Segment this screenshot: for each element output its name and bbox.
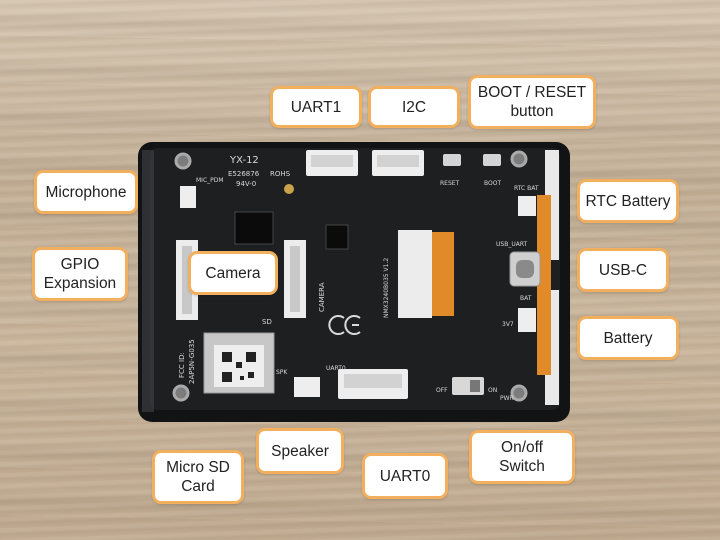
silk-bat: BAT [520,295,532,302]
silk-spk: SPK [276,369,288,376]
silk-model: YX-12 [229,155,259,166]
uart0-callout: UART0 [362,453,448,499]
camera-callout: Camera [188,251,278,295]
mic-connector [180,186,196,208]
screen-edge [142,150,154,412]
silk-rohs: ROHS [270,170,291,178]
silk-on: ON [488,387,497,394]
rtc-battery-callout: RTC Battery [577,179,679,223]
small-chip [325,224,349,250]
silk-cert: E526876 [228,170,260,178]
battery-flex-cable [537,195,551,375]
gpio-expansion-callout: GPIO Expansion [32,247,128,301]
silk-usb-uart: USB_UART [496,241,528,248]
usb-c-callout: USB-C [577,248,669,292]
qr-code [222,352,256,382]
rtc-battery-connector [518,196,536,216]
silk-fcc-id: FCC ID: [178,352,186,378]
reset-button-component [443,154,461,166]
silk-reset: RESET [440,180,460,187]
antenna-pad [284,184,294,194]
silk-rtc-bat: RTC BAT [514,185,539,192]
silk-off: OFF [436,387,448,394]
battery-connector [518,308,536,332]
ce-mark [328,315,361,335]
silk-fcc-code: 2AP5N-G035 [188,339,196,384]
silk-pwr: PWR [500,395,514,402]
microphone-callout: Microphone [34,170,138,214]
boot-button-component [483,154,501,166]
silk-camera: CAMERA [318,282,326,312]
boot-reset-callout: BOOT / RESET button [468,75,596,129]
silk-part-no: NMX3240B035 V1.2 [383,258,390,318]
micro-sd-callout: Micro SD Card [152,450,244,504]
silk-rating: 94V-0 [236,180,256,188]
speaker-connector [294,377,320,397]
silk-3v7: 3V7 [502,321,514,328]
i2c-callout: I2C [368,86,460,128]
mounting-holes [172,150,528,402]
display-fpc-connector [398,230,432,318]
silk-boot: BOOT [484,180,501,187]
main-chip [234,211,274,245]
speaker-callout: Speaker [256,428,344,474]
silk-sd: SD [262,318,272,326]
silk-mic-pdm: MIC_PDM [196,177,224,184]
uart1-callout: UART1 [270,86,362,128]
on-off-switch-callout: On/off Switch [469,430,575,484]
silk-uart0: UART0 [326,365,346,372]
battery-callout: Battery [577,316,679,360]
